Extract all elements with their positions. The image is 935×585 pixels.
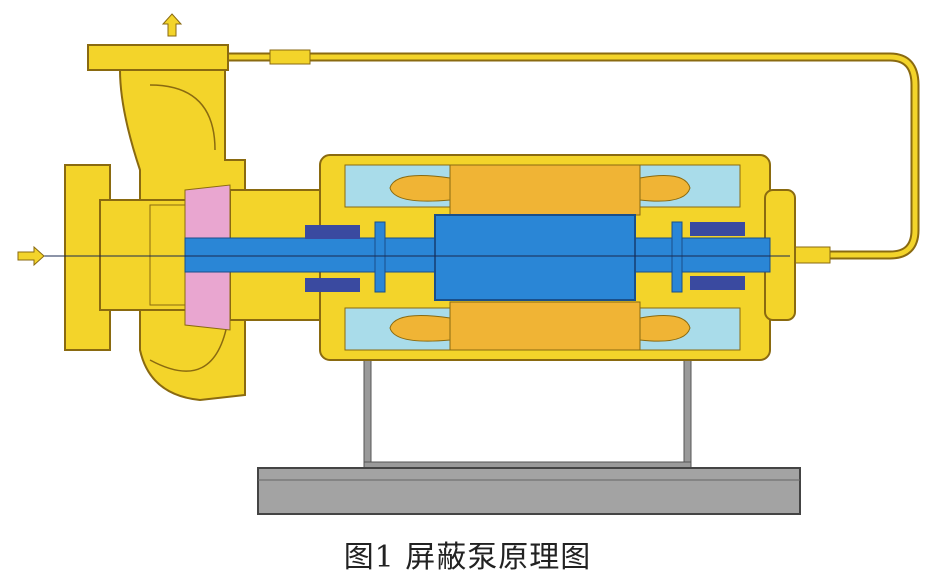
bearing (690, 222, 745, 236)
stator-core (449, 164, 641, 216)
support-leg (683, 354, 692, 471)
outlet-arrow-icon (161, 13, 183, 37)
figure-caption: 图1 屏蔽泵原理图 (343, 540, 592, 575)
bearing (690, 276, 745, 290)
support-leg (363, 354, 372, 471)
rotor (434, 214, 636, 301)
base-plate (257, 467, 801, 515)
stator-core (449, 301, 641, 351)
pipe-fitting (269, 49, 311, 65)
bearing (305, 225, 360, 239)
canned-motor-pump-diagram (17, 13, 920, 515)
inlet-arrow-icon (17, 245, 45, 267)
bearing (305, 278, 360, 292)
